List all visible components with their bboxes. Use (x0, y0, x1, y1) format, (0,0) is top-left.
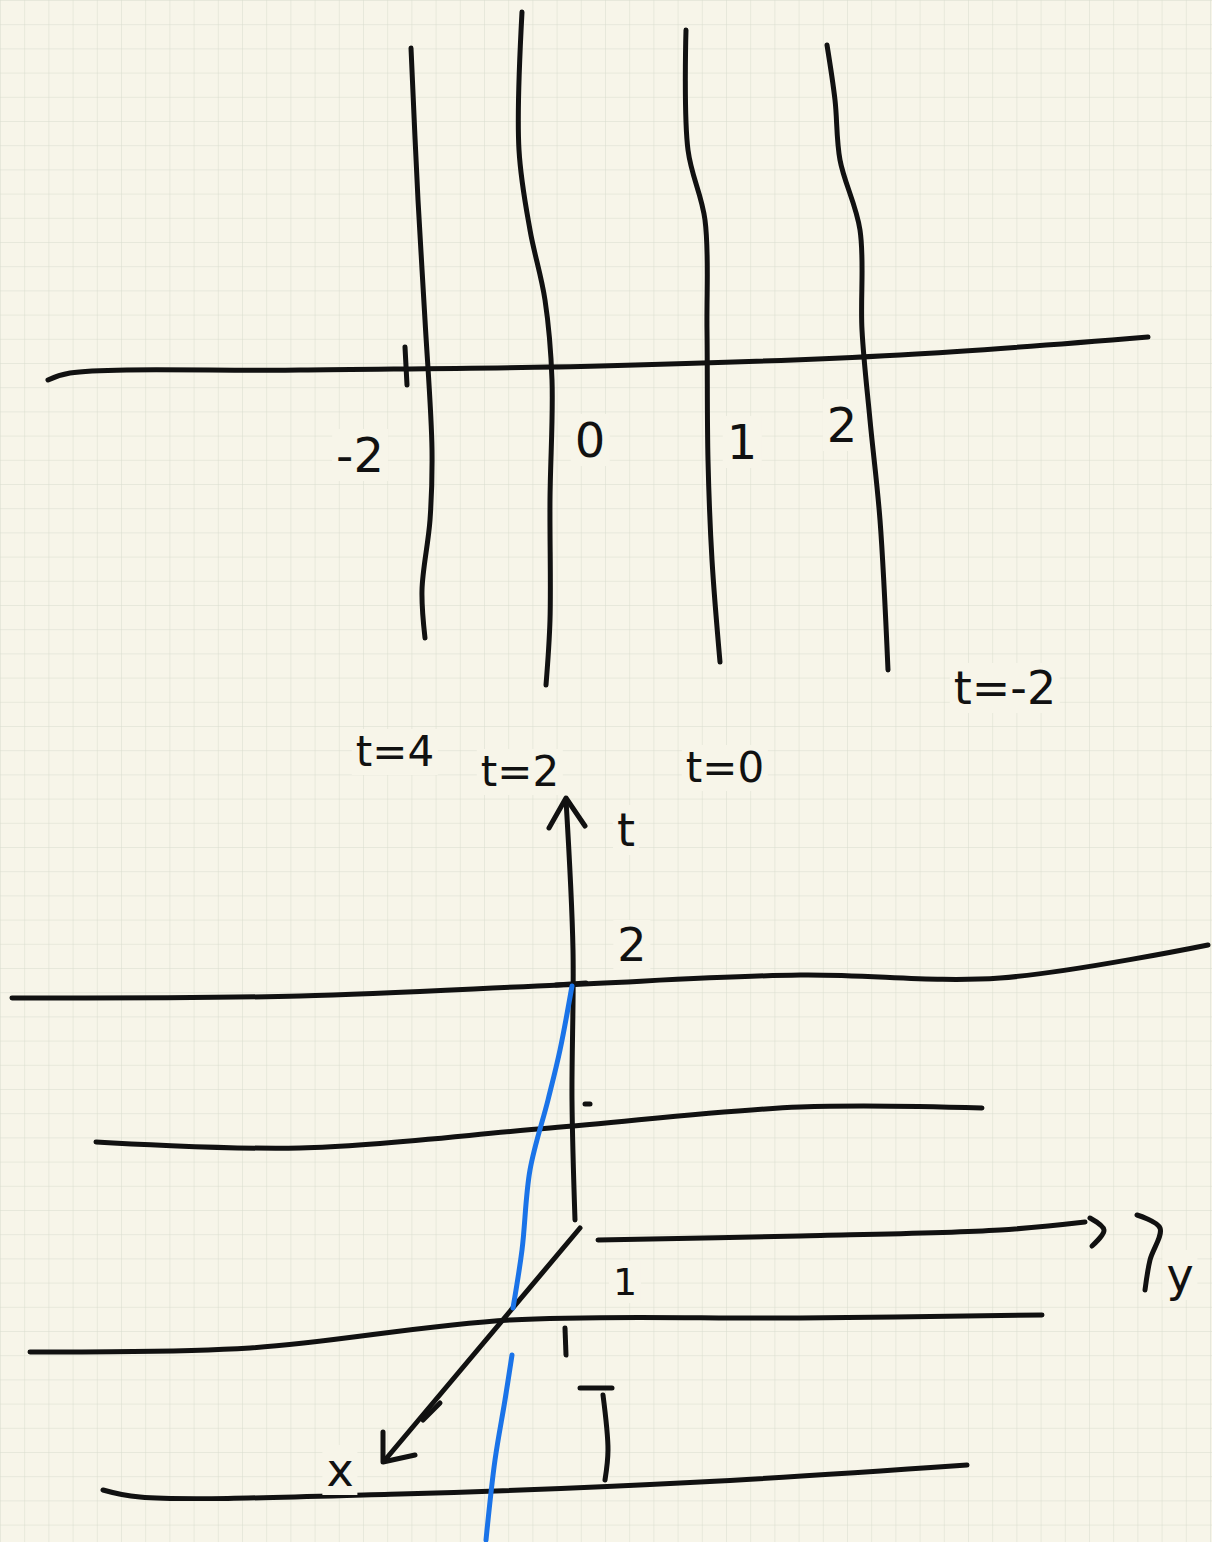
arrowhead (549, 798, 585, 828)
tick (585, 1102, 590, 1107)
level-curve (685, 30, 720, 662)
tick (423, 1403, 440, 1420)
axis-number: 1 (723, 416, 762, 468)
level-curve (518, 12, 552, 685)
axis-number: -2 (332, 429, 388, 481)
tick (565, 1328, 566, 1355)
axis-number: 1 (609, 1261, 641, 1303)
y-axis (598, 1222, 1085, 1240)
arrowhead (383, 1432, 415, 1462)
level-line (103, 1465, 967, 1499)
axis-number: 0 (571, 414, 610, 466)
x-axis (48, 337, 1148, 380)
path-curve (513, 986, 572, 1308)
axis-name: y (1162, 1250, 1197, 1300)
curve-label: t=2 (477, 749, 563, 795)
level-line (12, 945, 1208, 998)
curve-label: t=0 (682, 745, 768, 791)
arrowhead (1090, 1218, 1104, 1246)
tick (580, 1386, 612, 1391)
curve-label: t=-2 (950, 663, 1060, 713)
level-line (30, 1315, 1042, 1352)
x-axis-3d (385, 1228, 580, 1460)
axis-number: 2 (823, 399, 862, 451)
axis-name: x (322, 1445, 357, 1495)
level-curve (411, 48, 432, 638)
y-mark (1137, 1215, 1161, 1290)
tick (405, 347, 407, 385)
axis-number: 2 (613, 920, 650, 970)
path-curve (486, 1355, 512, 1540)
curve-label: t=4 (352, 729, 438, 775)
tick (603, 1395, 608, 1480)
level-curve (827, 45, 888, 670)
axis-name: t (613, 805, 639, 855)
